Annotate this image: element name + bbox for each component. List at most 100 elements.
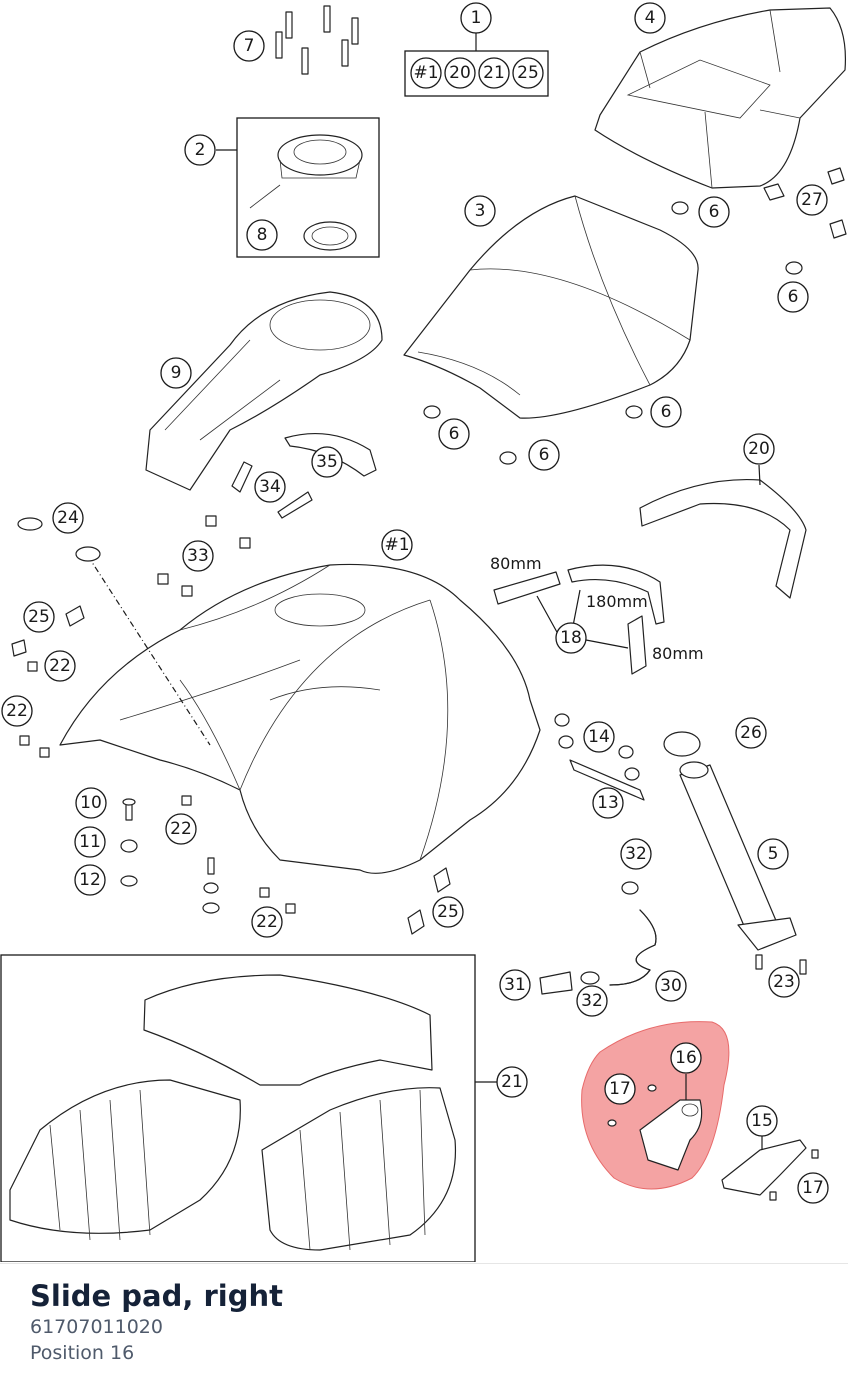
kit-label-2: 21: [483, 63, 505, 83]
filler-cap-box: [236, 117, 380, 258]
grommet-drawings: [17, 517, 101, 562]
fuel-tank-drawing: [59, 563, 541, 874]
callout-4[interactable]: 4: [634, 2, 666, 34]
callout-6-d[interactable]: 6: [650, 396, 682, 428]
kit-label-1: 20: [449, 63, 471, 83]
svg-text:6: 6: [661, 402, 672, 422]
callout-27[interactable]: 27: [796, 184, 828, 216]
callout-14[interactable]: 14: [583, 721, 615, 753]
callout-6-e[interactable]: 6: [528, 439, 560, 471]
callout-6-b[interactable]: 6: [777, 281, 809, 313]
svg-text:11: 11: [79, 832, 101, 852]
callout-22-b[interactable]: 22: [1, 695, 33, 727]
svg-text:21: 21: [501, 1072, 523, 1092]
svg-text:2: 2: [195, 140, 206, 160]
filler-neck-drawing: [663, 731, 807, 975]
svg-text:7: 7: [244, 36, 255, 56]
svg-text:6: 6: [539, 445, 550, 465]
kit-circle-2: 21: [478, 57, 510, 89]
svg-text:8: 8: [257, 225, 268, 245]
callout-6-a[interactable]: 6: [698, 196, 730, 228]
kit-box: [404, 50, 549, 97]
svg-text:6: 6: [709, 202, 720, 222]
svg-text:16: 16: [675, 1048, 697, 1068]
callout-23[interactable]: 23: [768, 966, 800, 998]
callout-26[interactable]: 26: [735, 717, 767, 749]
svg-text:12: 12: [79, 870, 101, 890]
callout-22-a[interactable]: 22: [44, 650, 76, 682]
svg-text:33: 33: [187, 546, 209, 566]
hose-drawings: [539, 881, 657, 995]
callout-11[interactable]: 11: [74, 826, 106, 858]
callout-22-c[interactable]: 22: [165, 813, 197, 845]
svg-text:23: 23: [773, 972, 795, 992]
strip-and-clip-drawings: [157, 461, 313, 597]
kit-circle-1: 20: [444, 57, 476, 89]
callout-33[interactable]: 33: [182, 540, 214, 572]
selected-part-highlight[interactable]: [581, 1021, 730, 1190]
callout-35[interactable]: 35: [311, 446, 343, 478]
slide-pad-drawing: [721, 1139, 819, 1201]
svg-text:4: 4: [645, 8, 656, 28]
svg-text:34: 34: [259, 477, 281, 497]
callout-24[interactable]: 24: [52, 502, 84, 534]
callout-hash1[interactable]: #1: [381, 529, 413, 561]
rubber-buffer-drawings: [423, 201, 803, 465]
dimension-180mm: 180mm: [586, 592, 648, 611]
callout-32-a[interactable]: 32: [620, 838, 652, 870]
svg-text:35: 35: [316, 452, 338, 472]
callout-17-b[interactable]: 17: [797, 1172, 829, 1204]
callout-17-a[interactable]: 17: [604, 1073, 636, 1105]
clip-drawings: [763, 167, 847, 239]
callout-32-b[interactable]: 32: [576, 985, 608, 1017]
callout-12[interactable]: 12: [74, 864, 106, 896]
svg-text:1: 1: [471, 8, 482, 28]
callout-30[interactable]: 30: [655, 970, 687, 1002]
svg-text:32: 32: [581, 991, 603, 1011]
callout-22-d[interactable]: 22: [251, 906, 283, 938]
callout-10[interactable]: 10: [75, 787, 107, 819]
svg-text:13: 13: [597, 793, 619, 813]
svg-text:22: 22: [256, 912, 278, 932]
callout-7[interactable]: 7: [233, 30, 265, 62]
callout-18[interactable]: 18: [555, 622, 587, 654]
svg-text:20: 20: [748, 439, 770, 459]
svg-text:30: 30: [660, 976, 682, 996]
svg-text:6: 6: [449, 424, 460, 444]
fastener-drawings: [120, 795, 296, 914]
leader-lines: [216, 33, 763, 1150]
kit-circle-0: #1: [410, 57, 442, 89]
callout-8[interactable]: 8: [246, 219, 278, 251]
filler-cap-drawing: [249, 134, 363, 251]
callout-3[interactable]: 3: [464, 195, 496, 227]
bracket-drawings: [554, 713, 645, 801]
bolt-set-drawing: [275, 5, 359, 75]
callout-6-c[interactable]: 6: [438, 418, 470, 450]
callout-31[interactable]: 31: [499, 969, 531, 1001]
part-number: 61707011020: [30, 1316, 163, 1338]
callout-9[interactable]: 9: [160, 357, 192, 389]
callout-13[interactable]: 13: [592, 787, 624, 819]
svg-text:3: 3: [475, 201, 486, 221]
dimension-80mm-top: 80mm: [490, 554, 542, 573]
callout-34[interactable]: 34: [254, 471, 286, 503]
side-panels-drawing: [9, 974, 457, 1251]
callout-16[interactable]: 16: [670, 1042, 702, 1074]
callout-2[interactable]: 2: [184, 134, 216, 166]
callout-25-a[interactable]: 25: [23, 601, 55, 633]
callout-21[interactable]: 21: [496, 1066, 528, 1098]
callout-15[interactable]: 15: [746, 1105, 778, 1137]
kit-label-3: 25: [517, 63, 539, 83]
callout-5[interactable]: 5: [757, 838, 789, 870]
svg-text:14: 14: [588, 727, 610, 747]
svg-text:10: 10: [80, 793, 102, 813]
callout-20[interactable]: 20: [743, 433, 775, 465]
slide-pad-right-drawing[interactable]: [607, 1084, 703, 1171]
tank-cover-drawing: [145, 291, 383, 491]
svg-text:22: 22: [170, 819, 192, 839]
part-position: Position 16: [30, 1342, 135, 1364]
callout-25-b[interactable]: 25: [432, 896, 464, 928]
callout-1[interactable]: 1: [460, 2, 492, 34]
kit-label-0: #1: [413, 63, 438, 83]
part-info-panel: Slide pad, right 61707011020 Position 16: [30, 1278, 283, 1366]
